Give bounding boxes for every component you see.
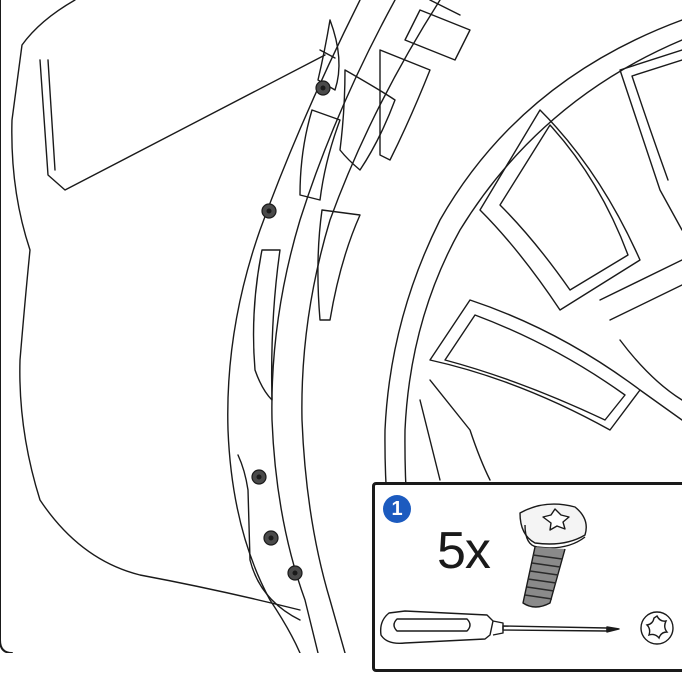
installation-illustration <box>0 0 682 653</box>
torx-star-icon <box>640 611 674 645</box>
fender-liner-outer <box>227 0 361 653</box>
screw-head-icon <box>261 203 277 219</box>
screw-head-icon <box>315 80 331 96</box>
torx-screw-icon <box>519 503 587 608</box>
liner-screws <box>251 80 331 581</box>
bumper-crease <box>39 54 326 191</box>
screw-head-icon <box>263 530 279 546</box>
screw-head-icon <box>287 565 303 581</box>
step-badge: 1 <box>383 495 411 523</box>
frame-edge <box>0 0 13 653</box>
wheel-rim-spoke <box>619 49 682 231</box>
screwdriver-icon <box>379 610 620 645</box>
bumper-panel-outline <box>11 0 301 611</box>
screw-head-icon <box>251 469 267 485</box>
parts-callout: 1 5x <box>372 482 682 672</box>
quantity-label: 5x <box>437 522 491 580</box>
